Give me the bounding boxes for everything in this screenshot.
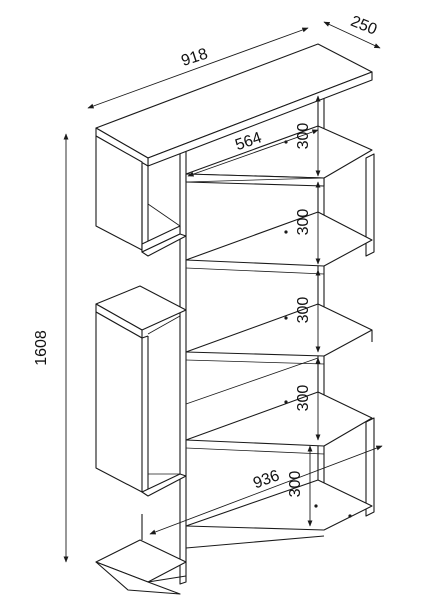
- dim-label-depth: 250: [348, 13, 379, 39]
- dim-label-shelf-spacing-1: 300: [295, 123, 312, 150]
- dimension-shelf-spacing-3: 300: [295, 269, 321, 353]
- middle-left-box: [95, 285, 187, 494]
- shelf-2: [185, 303, 373, 365]
- dimension-shelf-spacing-5: 300: [287, 445, 313, 527]
- central-spine-board: [179, 147, 187, 585]
- dim-label-shelf-spacing-2: 300: [295, 209, 312, 236]
- dim-label-inner-width-bottom: 936: [251, 467, 282, 492]
- dim-label-shelf-spacing-5: 300: [287, 471, 304, 498]
- dimension-overall-width: 918: [87, 27, 309, 109]
- shelf-3: [185, 391, 373, 455]
- dimension-shelf-spacing-2: 300: [295, 181, 321, 265]
- right-middle-box: [185, 330, 373, 405]
- dim-label-shelf-spacing-3: 300: [295, 297, 312, 324]
- dimension-overall-height: 1608: [33, 133, 69, 563]
- right-upper-box: [141, 153, 375, 275]
- bottom-plinth: [95, 514, 325, 595]
- dimension-shelf-spacing-4: 300: [295, 357, 321, 441]
- dim-label-shelf-spacing-4: 300: [295, 385, 312, 412]
- dim-label-overall-height: 1608: [33, 330, 50, 366]
- dimension-shelf-spacing-1: 300: [295, 95, 321, 177]
- dim-label-overall-width: 918: [179, 45, 210, 69]
- top-left-box: [95, 135, 181, 253]
- dimension-depth: 250: [323, 13, 381, 49]
